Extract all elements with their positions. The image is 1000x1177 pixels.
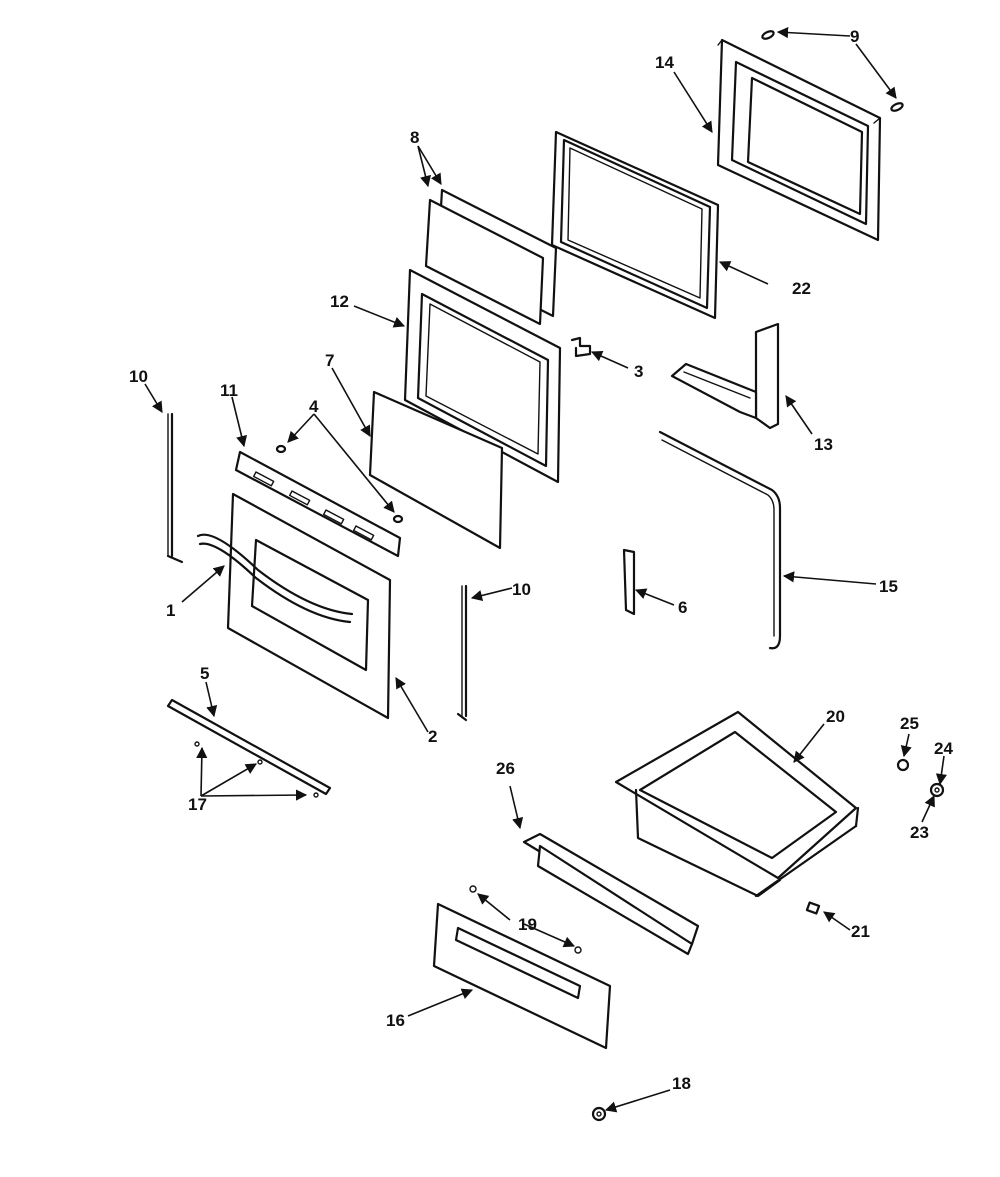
vent-strip: [234, 450, 402, 558]
storage-drawer: [614, 710, 860, 898]
callout-4: 4: [309, 397, 319, 416]
drawer-rail: [522, 832, 700, 956]
drawer-roller-small: [896, 758, 910, 772]
callout-24: 24: [934, 739, 953, 758]
callout-22: 22: [792, 279, 811, 298]
callout-14: 14: [655, 53, 674, 72]
door-glass-panes: [424, 188, 558, 326]
callout-26: 26: [496, 759, 515, 778]
callout-12: 12: [330, 292, 349, 311]
callout-3: 3: [634, 362, 643, 381]
callout-10a: 10: [129, 367, 148, 386]
bottom-trim-strip: [166, 698, 332, 796]
callout-17: 17: [188, 795, 207, 814]
door-clip: [570, 336, 592, 358]
callout-20: 20: [826, 707, 845, 726]
callout-labels: 1 2 3 4 5 6 7 8 9 10 10 11 12 13 14 15 1…: [129, 27, 953, 1093]
drawer-front-panel: [432, 902, 612, 1050]
callout-8: 8: [410, 128, 419, 147]
callout-1: 1: [166, 601, 175, 620]
callout-19: 19: [518, 915, 537, 934]
drawer-screws: [469, 885, 582, 954]
callout-15: 15: [879, 577, 898, 596]
callout-2: 2: [428, 727, 437, 746]
callout-11: 11: [220, 381, 238, 400]
callout-21: 21: [851, 922, 870, 941]
gasket-bracket: [622, 548, 636, 616]
door-gasket: [658, 430, 782, 650]
window-glass: [368, 390, 504, 550]
callout-16: 16: [386, 1011, 405, 1030]
drawer-knob: [591, 1106, 607, 1122]
callout-10b: 10: [512, 580, 531, 599]
hinge-rod-left: [166, 412, 184, 564]
callout-23: 23: [910, 823, 929, 842]
vent-screws: [275, 444, 404, 524]
callout-25: 25: [900, 714, 919, 733]
door-screws: [761, 30, 904, 112]
drawer-roller: [929, 782, 945, 798]
trim-screws: [194, 741, 319, 798]
callout-13: 13: [814, 435, 833, 454]
side-trim: [670, 322, 780, 430]
callout-18: 18: [672, 1074, 691, 1093]
door-outer-panel: [716, 38, 882, 242]
door-inner-liner: [403, 268, 562, 484]
drawer-clip: [805, 901, 821, 915]
callout-6: 6: [678, 598, 687, 617]
callout-9: 9: [850, 27, 859, 46]
callout-5: 5: [200, 664, 209, 683]
oven-outer-door: [226, 492, 392, 720]
leader-lines: [144, 26, 947, 1113]
door-handle: [196, 533, 354, 624]
hinge-rod-right: [456, 584, 468, 722]
door-glass-frame: [550, 130, 720, 320]
callout-7: 7: [325, 351, 334, 370]
